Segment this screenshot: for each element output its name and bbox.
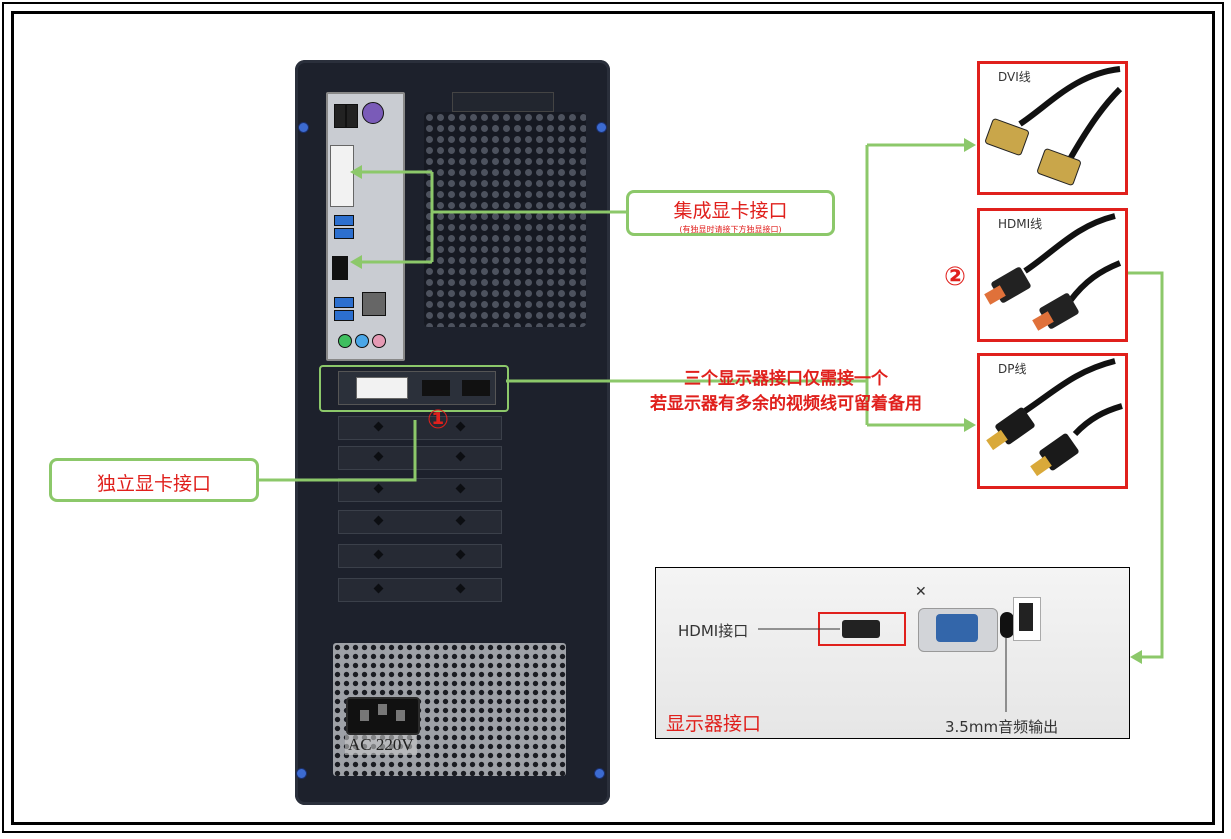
monitor-vga-port-inner xyxy=(936,614,978,642)
gpu-dp-port xyxy=(462,380,490,396)
psu-voltage-label: AC 220V xyxy=(345,735,417,755)
case-screw xyxy=(594,768,605,779)
expansion-slot-cover xyxy=(338,446,502,470)
discrete-graphics-title: 独立显卡接口 xyxy=(96,473,211,495)
center-instruction-line1: 三个显示器接口仅需接一个 xyxy=(684,369,888,389)
center-instruction-line2: 若显示器有多余的视频线可留着备用 xyxy=(650,394,922,414)
fan-grill xyxy=(424,112,586,327)
audio-jack-blue xyxy=(355,334,369,348)
audio-jack-green xyxy=(338,334,352,348)
case-badge-plate xyxy=(452,92,554,112)
lan-port xyxy=(362,292,386,316)
inner-frame xyxy=(11,11,1215,825)
dp-cable-icon xyxy=(986,358,1123,477)
case-screw xyxy=(596,122,607,133)
monitor-hdmi-label: HDMI接口 xyxy=(678,622,749,640)
integrated-graphics-label-box: 集成显卡接口 (有独显时请接下方独显接口) xyxy=(626,190,835,236)
monitor-hdmi-port xyxy=(842,620,880,638)
monitor-ports-title: 显示器接口 xyxy=(666,713,762,735)
hdmi-cable-icon xyxy=(984,213,1122,331)
expansion-slot-cover xyxy=(338,544,502,568)
gpu-dvi-port xyxy=(356,377,408,399)
dp-cable-label: DP线 xyxy=(998,362,1027,376)
power-socket xyxy=(346,697,420,735)
audio-jack-pink xyxy=(372,334,386,348)
usb3-port xyxy=(334,310,354,321)
expansion-slot-cover xyxy=(338,416,502,440)
gpu-hdmi-port xyxy=(422,380,450,396)
case-screw xyxy=(298,122,309,133)
onboard-dvi-port xyxy=(330,145,354,207)
dvi-cable-panel: DVI线 xyxy=(977,61,1128,195)
discrete-graphics-label-box: 独立显卡接口 xyxy=(49,458,259,502)
step-2-marker: ② xyxy=(944,262,967,292)
monitor-power-port-inner xyxy=(1019,603,1033,631)
svg-text:✕: ✕ xyxy=(915,584,927,600)
discrete-gpu-highlight xyxy=(319,365,509,412)
dvi-cable-label: DVI线 xyxy=(998,70,1031,84)
onboard-hdmi-port xyxy=(332,256,348,280)
center-instruction: 三个显示器接口仅需接一个 若显示器有多余的视频线可留着备用 xyxy=(606,367,966,417)
usb3-port xyxy=(334,297,354,308)
expansion-slot-cover xyxy=(338,478,502,502)
usb-port-black xyxy=(346,104,358,128)
monitor-back-panel xyxy=(655,567,1130,739)
usb3-port xyxy=(334,228,354,239)
step-1-marker: ① xyxy=(427,405,450,435)
hdmi-cable-panel: HDMI线 xyxy=(977,208,1128,342)
usb-port-black xyxy=(334,104,346,128)
ps2-port xyxy=(362,102,384,124)
expansion-slot-cover xyxy=(338,578,502,602)
dp-cable-panel: DP线 xyxy=(977,353,1128,489)
case-screw xyxy=(296,768,307,779)
usb3-port xyxy=(334,215,354,226)
integrated-graphics-title: 集成显卡接口 xyxy=(673,200,788,222)
monitor-audio-label: 3.5mm音频输出 xyxy=(945,718,1059,736)
monitor-audio-jack xyxy=(1000,612,1014,638)
hdmi-cable-label: HDMI线 xyxy=(998,217,1043,231)
expansion-slot-cover xyxy=(338,510,502,534)
integrated-graphics-note: (有独显时请接下方独显接口) xyxy=(679,225,782,234)
dvi-cable-icon xyxy=(985,66,1123,186)
